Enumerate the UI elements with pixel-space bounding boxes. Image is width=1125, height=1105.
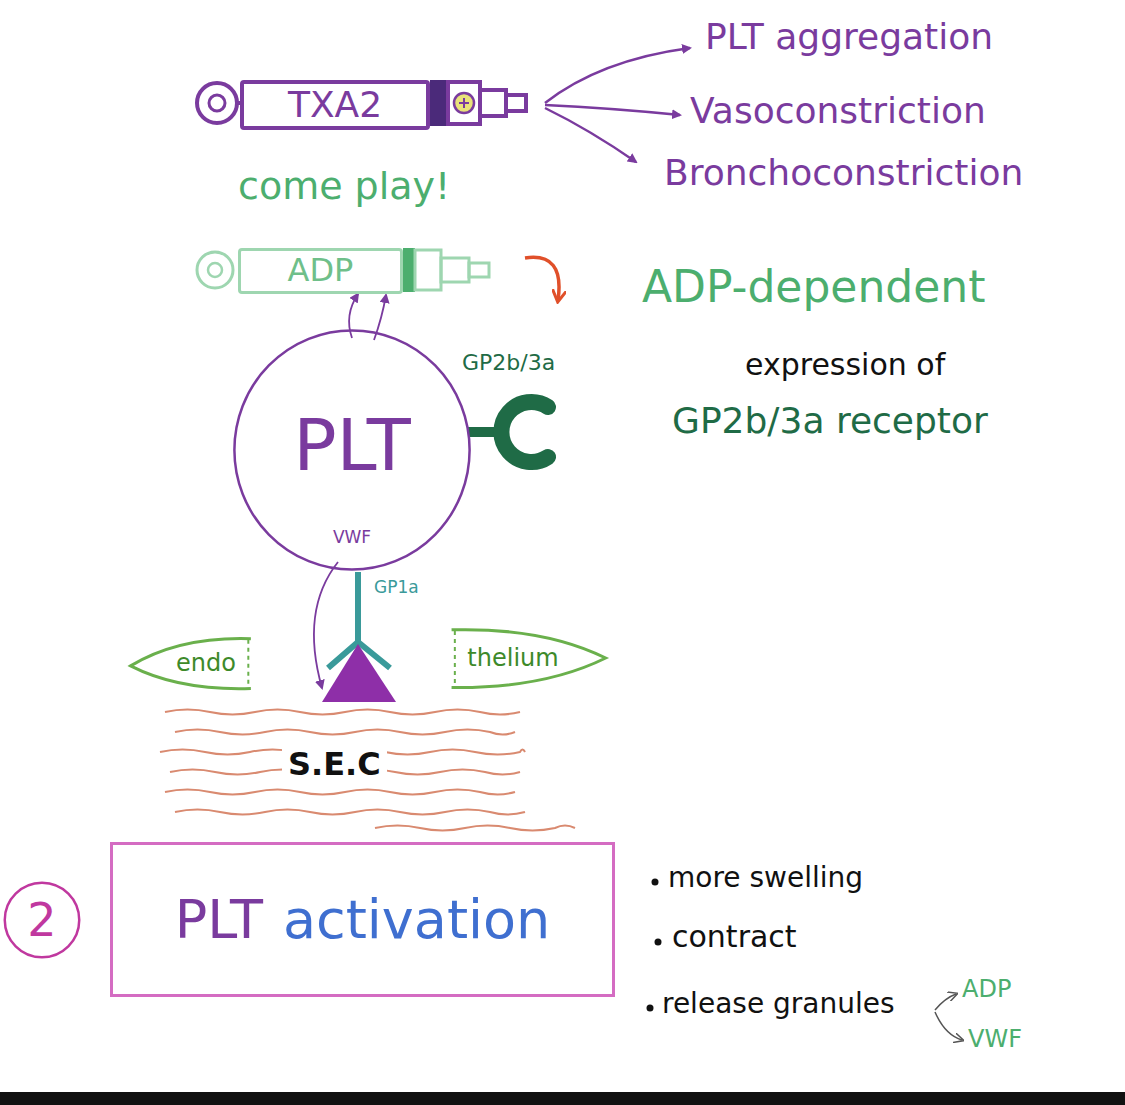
adp-syringe-barrel: ADP <box>238 248 403 294</box>
annotation-label: expression of <box>745 348 945 383</box>
node-text: TXA2 <box>288 85 382 125</box>
curved-arrow <box>525 257 559 300</box>
annotation-label: PLT aggregation <box>705 16 993 57</box>
node-text: thelium <box>467 645 558 671</box>
endothelium-left: endo <box>128 634 256 692</box>
platelet-circle: PLT VWF <box>232 328 472 572</box>
annotation-label: release granules <box>662 988 895 1020</box>
node-text: VWF <box>333 528 371 547</box>
node-text: PLT <box>175 890 263 949</box>
step-number-circle: 2 <box>4 882 80 958</box>
annotation-label: Vasoconstriction <box>690 90 986 131</box>
txa2-syringe-barrel: TXA2 <box>240 80 430 130</box>
endothelium-right: thelium <box>445 626 609 690</box>
annotation-label: ADP-dependent <box>642 262 985 313</box>
annotation-label: GP2b/3a <box>462 350 555 375</box>
annotation-label: S.E.C <box>282 746 387 783</box>
txa2-syringe <box>197 80 526 126</box>
annotation-label: VWF <box>968 1026 1022 1054</box>
vwf-arrow <box>314 562 338 688</box>
effect-arrows <box>545 48 690 162</box>
annotation-label: Bronchoconstriction <box>664 152 1023 193</box>
annotation-label: ADP <box>962 976 1011 1004</box>
node-text: PLT <box>293 406 411 485</box>
node-text: activation <box>283 890 550 949</box>
annotation-label: contract <box>672 920 797 955</box>
bottom-bar <box>0 1092 1125 1105</box>
annotation-label: GP1a <box>374 578 419 598</box>
node-text: ADP <box>288 253 354 288</box>
annotation-label: more swelling <box>668 862 863 894</box>
node-text: 2 <box>27 895 56 946</box>
bullets <box>647 879 662 1012</box>
granule-arrow <box>935 994 956 1010</box>
node-text: endo <box>176 650 236 676</box>
gp2b3a-receptor <box>468 402 548 462</box>
step-title-box: PLT activation <box>110 842 615 997</box>
granule-arrow <box>935 1012 962 1040</box>
collagen-waves <box>160 710 575 831</box>
annotation-label: come play! <box>238 165 450 209</box>
annotation-label: GP2b/3a receptor <box>672 400 988 441</box>
